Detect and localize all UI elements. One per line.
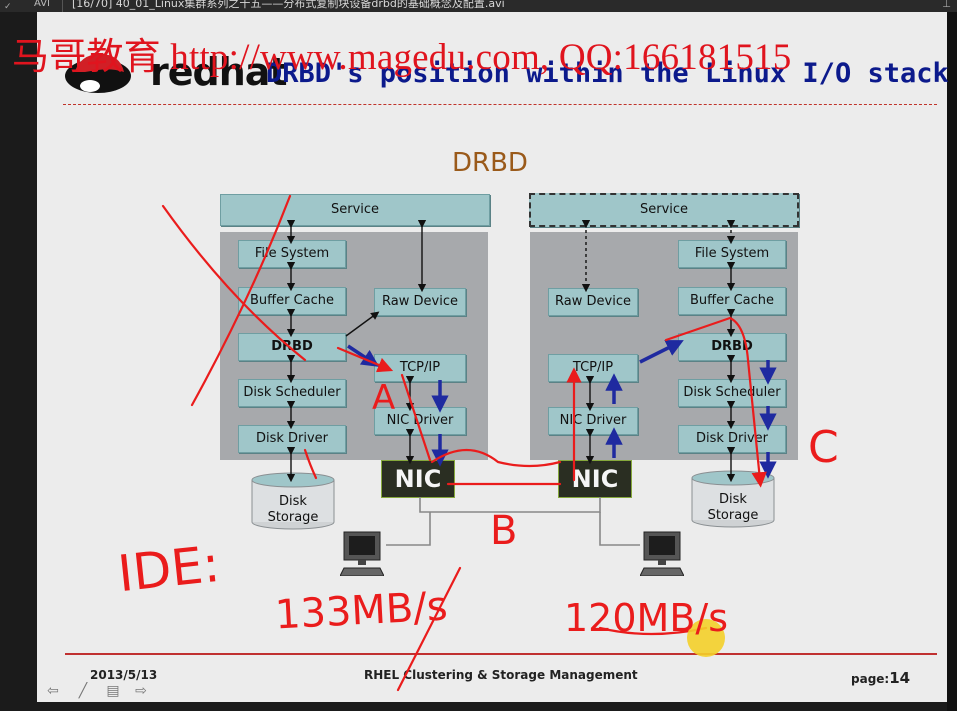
prev-slide-arrow-icon[interactable]: ⇦ xyxy=(47,682,59,698)
left-disk-storage-icon xyxy=(251,472,335,530)
left-file-system-box: File System xyxy=(238,240,346,268)
logo-text: redhat xyxy=(150,50,288,94)
left-disk-driver-box: Disk Driver xyxy=(238,425,346,453)
right-buffer-cache-box: Buffer Cache xyxy=(678,287,786,315)
right-service-box: Service xyxy=(529,193,799,227)
left-nic-card: NIC xyxy=(381,460,455,498)
left-disk-scheduler-box: Disk Scheduler xyxy=(238,379,346,407)
right-computer-icon xyxy=(640,531,684,576)
slide xyxy=(37,12,947,702)
footer-page: page:14 xyxy=(851,669,910,687)
annotation-a: A xyxy=(372,378,396,418)
redhat-shadowman-icon xyxy=(65,54,131,93)
annotation-ide: IDE: xyxy=(115,534,223,604)
slide-menu-icon[interactable]: ▤ xyxy=(106,682,120,698)
right-raw-device-box: Raw Device xyxy=(548,288,638,316)
left-disk-label-2: Storage xyxy=(267,510,319,525)
annotation-b: B xyxy=(490,508,518,554)
left-raw-device-box: Raw Device xyxy=(374,288,466,316)
window-title: [16/70] 40_01_Linux集群系列之十五——分布式复制块设备drbd… xyxy=(72,0,505,10)
right-drbd-box: DRBD xyxy=(678,333,786,361)
left-disk-label-1: Disk xyxy=(279,494,307,509)
right-disk-label-2: Storage xyxy=(707,508,759,523)
slide-title: DRBD's position within the Linux I/O sta… xyxy=(266,58,949,89)
right-disk-label-1: Disk xyxy=(719,492,747,507)
watermark: 马哥教育 http://www.magedu.com, QQ:166181515 xyxy=(12,37,792,78)
footer-date: 2013/5/13 xyxy=(90,668,158,682)
right-nic-card: NIC xyxy=(558,460,632,498)
right-disk-driver-box: Disk Driver xyxy=(678,425,786,453)
left-buffer-cache-box: Buffer Cache xyxy=(238,287,346,315)
next-slide-arrow-icon[interactable]: ⇨ xyxy=(135,682,147,698)
left-drbd-box: DRBD xyxy=(238,333,346,361)
pin-icon[interactable]: ⊥ xyxy=(942,0,951,10)
redhat-logo: redhat xyxy=(62,46,288,96)
pen-tool-icon[interactable]: ╱ xyxy=(78,682,88,698)
right-file-system-box: File System xyxy=(678,240,786,268)
diagram-title: DRBD xyxy=(452,148,528,178)
title-divider xyxy=(63,104,937,105)
right-tcp-ip-box: TCP/IP xyxy=(548,354,638,382)
footer-course-title: RHEL Clustering & Storage Management xyxy=(364,668,638,682)
page-label: page: xyxy=(851,672,890,686)
annotation-c: C xyxy=(808,422,839,473)
left-service-box: Service xyxy=(220,194,490,226)
format-badge: AVI xyxy=(34,0,50,9)
right-nic-driver-box: NIC Driver xyxy=(548,407,638,435)
annotation-speed-1: 133MB/s xyxy=(273,583,449,639)
window-right-edge xyxy=(947,12,957,711)
footer-divider xyxy=(65,653,937,655)
title-separator xyxy=(62,0,63,12)
window-menu-icon[interactable]: ✓ xyxy=(4,1,12,11)
annotation-speed-2: 120MB/s xyxy=(564,596,728,640)
page-number: 14 xyxy=(889,669,911,687)
left-computer-icon xyxy=(340,531,384,576)
right-disk-scheduler-box: Disk Scheduler xyxy=(678,379,786,407)
window-title-bar: ✓ AVI [16/70] 40_01_Linux集群系列之十五——分布式复制块… xyxy=(0,0,957,12)
